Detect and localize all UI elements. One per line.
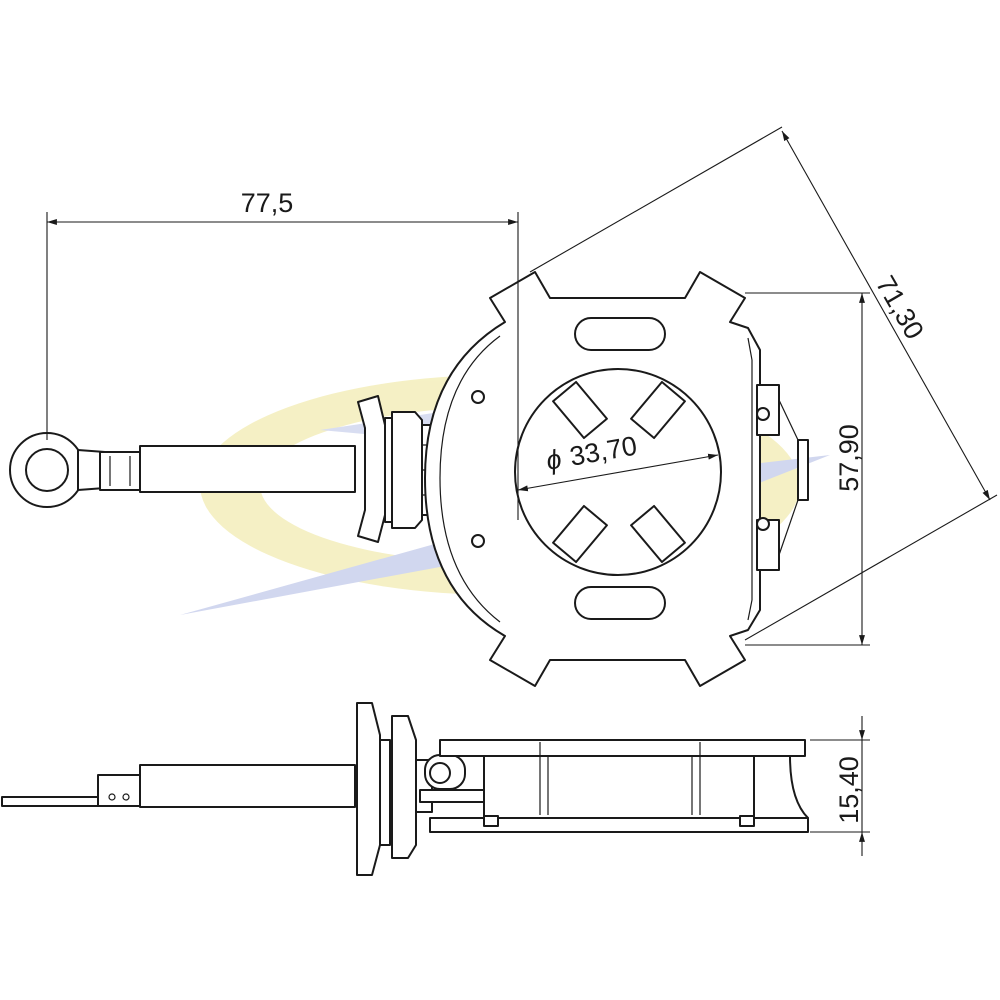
side-view xyxy=(1,702,809,876)
hex-nut xyxy=(391,411,423,529)
dim-lead-length: 77,5 xyxy=(241,188,294,218)
grommet xyxy=(357,395,386,543)
side-grommet xyxy=(356,702,381,876)
dimension-lines xyxy=(46,126,998,856)
eyelet-hole xyxy=(25,448,69,492)
diameter-symbol: ϕ xyxy=(544,444,564,476)
base-plate xyxy=(429,817,809,833)
brush-pockets xyxy=(552,380,686,564)
top-view xyxy=(9,271,809,687)
crimp-sleeve xyxy=(99,451,143,491)
upper-slot xyxy=(574,317,666,351)
dim-thickness: 15,40 xyxy=(834,756,864,824)
dim-diagonal: 71,30 xyxy=(870,271,930,345)
dim-height: 57,90 xyxy=(834,424,864,492)
lower-slot xyxy=(574,586,666,620)
holder-body xyxy=(439,739,806,757)
side-terminal xyxy=(1,796,101,807)
side-nut xyxy=(391,715,417,859)
lead-wire xyxy=(139,445,356,493)
side-lead-wire xyxy=(139,764,356,808)
